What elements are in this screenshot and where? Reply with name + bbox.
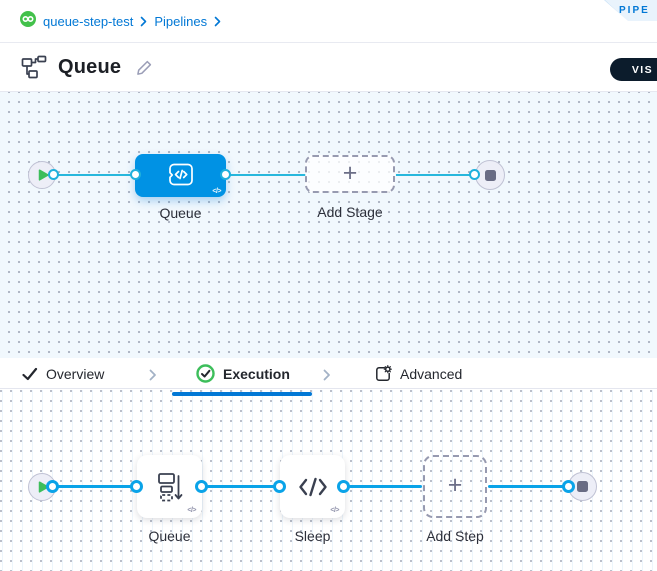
stage-tabbar: Overview Execution — [0, 358, 657, 389]
visual-toggle-label: VIS — [631, 63, 653, 76]
code-badge-icon: </> — [187, 507, 196, 514]
check-icon — [22, 367, 38, 380]
tab-execution[interactable]: Execution — [196, 358, 290, 389]
connector-port[interactable] — [220, 169, 231, 180]
play-icon — [38, 481, 49, 493]
stop-icon — [484, 169, 496, 181]
execution-graph-canvas[interactable]: </> Queue </> Sleep + Add Step — [0, 390, 657, 571]
tab-execution-label: Execution — [223, 365, 290, 382]
custom-stage-icon — [168, 163, 193, 186]
success-check-icon — [196, 364, 215, 383]
connector-port[interactable] — [562, 480, 575, 493]
edit-pencil-icon[interactable] — [135, 58, 154, 77]
connector-port[interactable] — [46, 480, 59, 493]
breadcrumb-pipelines-link[interactable]: Pipelines — [154, 13, 208, 29]
breadcrumb: queue-step-test Pipelines — [0, 0, 657, 43]
step-label: Sleep — [294, 528, 331, 544]
step-wire — [488, 485, 564, 488]
step-label: Queue — [148, 528, 191, 544]
code-badge-icon: </> — [212, 188, 221, 195]
stage-node-queue[interactable]: </> — [135, 154, 226, 197]
active-tab-indicator — [172, 392, 312, 396]
execution-end-node — [568, 472, 597, 501]
connector-port[interactable] — [130, 480, 143, 493]
add-step-label: Add Step — [426, 528, 484, 544]
plus-icon: + — [342, 158, 358, 187]
step-wire — [57, 485, 132, 488]
connector-port[interactable] — [337, 480, 350, 493]
chevron-right-icon — [214, 16, 221, 27]
code-badge-icon: </> — [330, 507, 339, 514]
pipeline-end-node — [475, 160, 505, 190]
queue-step-icon — [158, 472, 183, 501]
chevron-right-icon — [323, 368, 331, 386]
tab-overview[interactable]: Overview — [22, 358, 104, 389]
harness-logo-icon[interactable] — [20, 10, 36, 32]
stage-wire — [57, 174, 132, 176]
code-icon — [298, 477, 327, 496]
plus-icon: + — [447, 471, 463, 499]
add-stage-label: Add Stage — [317, 204, 383, 220]
visual-yaml-toggle[interactable]: VIS — [609, 58, 657, 81]
step-node-queue[interactable]: </> — [137, 455, 202, 518]
add-step-button[interactable]: + — [423, 455, 487, 518]
tab-advanced-label: Advanced — [400, 365, 463, 382]
stage-wire — [230, 174, 306, 176]
step-node-sleep[interactable]: </> — [280, 455, 345, 518]
breadcrumb-project-link[interactable]: queue-step-test — [43, 13, 134, 29]
pipeline-header: Queue — [0, 43, 657, 92]
pipeline-icon — [21, 55, 47, 79]
connector-port[interactable] — [130, 169, 141, 180]
step-wire — [207, 485, 275, 488]
stop-icon — [577, 481, 588, 492]
tab-advanced[interactable]: Advanced — [374, 358, 462, 389]
stage-wire — [396, 174, 472, 176]
connector-port[interactable] — [48, 169, 59, 180]
step-wire — [349, 485, 422, 488]
chevron-right-icon — [149, 368, 157, 386]
add-stage-button[interactable]: + — [305, 155, 395, 193]
page-title: Queue — [58, 55, 122, 78]
connector-port[interactable] — [469, 169, 480, 180]
stage-graph-canvas[interactable]: </> Queue + Add Stage — [0, 92, 657, 358]
stage-label: Queue — [159, 205, 202, 221]
advanced-gear-icon — [376, 364, 392, 381]
tab-overview-label: Overview — [46, 365, 105, 382]
chevron-right-icon — [140, 16, 147, 27]
connector-port[interactable] — [195, 480, 208, 493]
play-icon — [38, 169, 49, 181]
ribbon-label: PIPE — [619, 5, 650, 16]
connector-port[interactable] — [273, 480, 286, 493]
